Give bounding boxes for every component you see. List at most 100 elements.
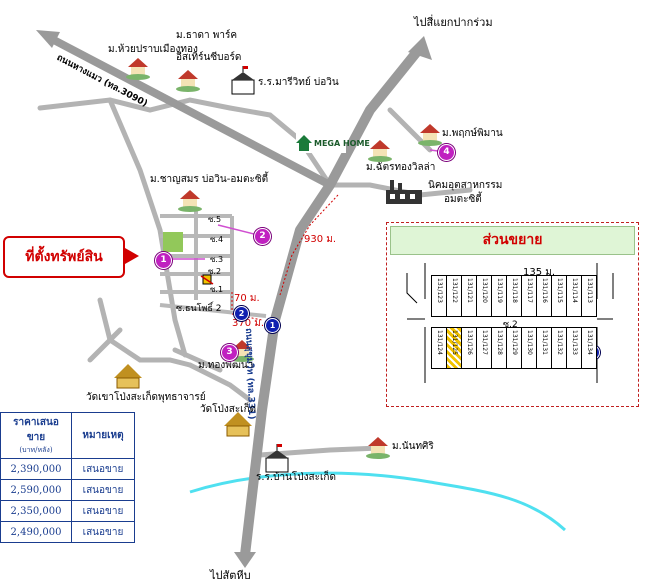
main-road: [240, 44, 424, 556]
chansamorn-label: ม.ชาญสมร บ่อวิน-อมตะซิตี้: [150, 174, 269, 185]
soi-thanphot-label: ซ.ธนโพธิ์ 2: [176, 304, 222, 314]
nantasiri-label: ม.นันทศิริ: [392, 441, 434, 452]
lot-131-134[interactable]: 131/134: [581, 327, 597, 369]
lot-131-122[interactable]: 131/122: [446, 275, 462, 317]
lot-131-125[interactable]: 131/125: [446, 327, 462, 369]
lot-131-113[interactable]: 131/113: [581, 275, 597, 317]
factory-icon: [386, 180, 422, 204]
lot-131-130[interactable]: 131/130: [521, 327, 537, 369]
huaiprab-label: ม.ห้วยปราบเมืองทอง: [108, 44, 198, 55]
lot-131-128[interactable]: 131/128: [491, 327, 507, 369]
lot-131-132[interactable]: 131/132: [551, 327, 567, 369]
lot-label: 131/117: [526, 278, 533, 303]
lot-label: 131/118: [511, 278, 518, 303]
north-road-label: ไปสี่แยกปากร่วม: [414, 16, 493, 29]
lot-label: 131/124: [436, 330, 443, 355]
property-location-callout: ที่ตั้งทรัพย์สิน: [3, 236, 139, 278]
lot-label: 131/126: [466, 330, 473, 355]
school-mariewit-label: ร.ร.มารีวิทย์ บ่อวิน: [258, 77, 339, 88]
lot-label: 131/127: [481, 330, 488, 355]
temple-icon: [114, 364, 142, 389]
lot-label: 131/121: [466, 278, 473, 303]
thongpattana-label: ม.ทองพัฒนา: [198, 360, 254, 371]
lot-131-116[interactable]: 131/116: [536, 275, 552, 317]
lot-131-115[interactable]: 131/115: [551, 275, 567, 317]
thada-park-label-2: อีสเทิร์นซีบอร์ด: [176, 52, 242, 63]
chatthong-label: ม.ฉัตรทองวิลล่า: [366, 162, 436, 173]
price-table-header: ราคาเสนอขาย (บาท/หลัง) หมายเหตุ: [0, 412, 135, 459]
dist-70-label: 70 ม.: [234, 293, 260, 304]
dist-930-label: 930 ม.: [304, 234, 337, 245]
lot-label: 131/119: [496, 278, 503, 303]
soi-4-label: ซ.4: [210, 235, 224, 244]
lot-label: 131/131: [541, 330, 548, 355]
megahome-label: MEGA HOME: [314, 139, 370, 148]
school-pongsaket-label: ร.ร.บ้านโป่งสะเก็ด: [256, 472, 336, 483]
lot-131-120[interactable]: 131/120: [476, 275, 492, 317]
blue-pin-1[interactable]: 1: [265, 318, 280, 333]
pin-4[interactable]: 4: [438, 144, 455, 161]
dist-370-label: 370 ม.: [232, 318, 265, 329]
note-header: หมายเหตุ: [71, 412, 135, 459]
industrial-label-1: นิคมอุตสาหกรรม: [428, 180, 503, 191]
house-icons: [126, 58, 442, 459]
temple-icon: [224, 412, 252, 437]
lot-label: 131/125: [451, 330, 458, 355]
school-icon: [265, 444, 289, 473]
industrial-label-2: อมตะซิตี้: [444, 194, 482, 205]
pruksa-label: ม.พฤกษ์พิมาน: [442, 128, 503, 139]
lot-label: 131/134: [586, 330, 593, 355]
lot-label: 131/115: [556, 278, 563, 303]
lot-131-121[interactable]: 131/121: [461, 275, 477, 317]
highway-nw-road: [48, 34, 332, 189]
soi-5-label: ซ.5: [208, 215, 222, 224]
lot-label: 131/120: [481, 278, 488, 303]
expansion-dist-label: 135 ม.: [523, 267, 556, 278]
lot-131-114[interactable]: 131/114: [566, 275, 582, 317]
expansion-soi-label: ซ.2: [503, 320, 518, 330]
lot-label: 131/122: [451, 278, 458, 303]
lot-131-119[interactable]: 131/119: [491, 275, 507, 317]
lot-label: 131/114: [571, 278, 578, 303]
lot-label: 131/128: [496, 330, 503, 355]
south-road-label: ไปสัตหีบ: [210, 569, 251, 582]
price-header: ราคาเสนอขาย (บาท/หลัง): [0, 412, 72, 459]
lot-131-124[interactable]: 131/124: [431, 327, 447, 369]
lot-131-127[interactable]: 131/127: [476, 327, 492, 369]
lot-131-131[interactable]: 131/131: [536, 327, 552, 369]
lot-label: 131/132: [556, 330, 563, 355]
lot-label: 131/113: [586, 278, 593, 303]
blue-pin-2[interactable]: 2: [234, 306, 249, 321]
soi-grid: [159, 210, 267, 318]
pin-3[interactable]: 3: [221, 344, 238, 361]
expansion-panel: ส่วนขยาย 135 ม. ซ.2 3 131/123131/122131/…: [386, 222, 639, 407]
soi-1-label: ซ.1: [210, 285, 224, 294]
lot-label: 131/130: [526, 330, 533, 355]
lot-label: 131/116: [541, 278, 548, 303]
lot-label: 131/133: [571, 330, 578, 355]
pin-1[interactable]: 1: [155, 252, 172, 269]
lot-label: 131/123: [436, 278, 443, 303]
lot-131-123[interactable]: 131/123: [431, 275, 447, 317]
soi-3-label: ซ.3: [210, 255, 224, 264]
temple-pongsaket-label: วัดโป่งสะเก็ด: [200, 404, 257, 415]
school-icon: [231, 66, 255, 95]
megahome-logo: [296, 133, 346, 153]
thada-park-label-1: ม.ธาดา พาร์ค: [176, 30, 238, 41]
lot-131-126[interactable]: 131/126: [461, 327, 477, 369]
lot-131-117[interactable]: 131/117: [521, 275, 537, 317]
green-lot: [163, 232, 183, 252]
lot-131-129[interactable]: 131/129: [506, 327, 522, 369]
expansion-title: ส่วนขยาย: [390, 226, 635, 255]
temple-khaopong-label: วัดเขาโป่งสะเก็ดพุทธาจารย์: [86, 392, 206, 403]
soi-2-label: ซ.2: [208, 267, 222, 276]
lot-131-133[interactable]: 131/133: [566, 327, 582, 369]
lot-131-118[interactable]: 131/118: [506, 275, 522, 317]
pin-2[interactable]: 2: [254, 228, 271, 245]
price-table: ราคาเสนอขาย (บาท/หลัง) หมายเหตุ 2,390,00…: [0, 412, 135, 543]
